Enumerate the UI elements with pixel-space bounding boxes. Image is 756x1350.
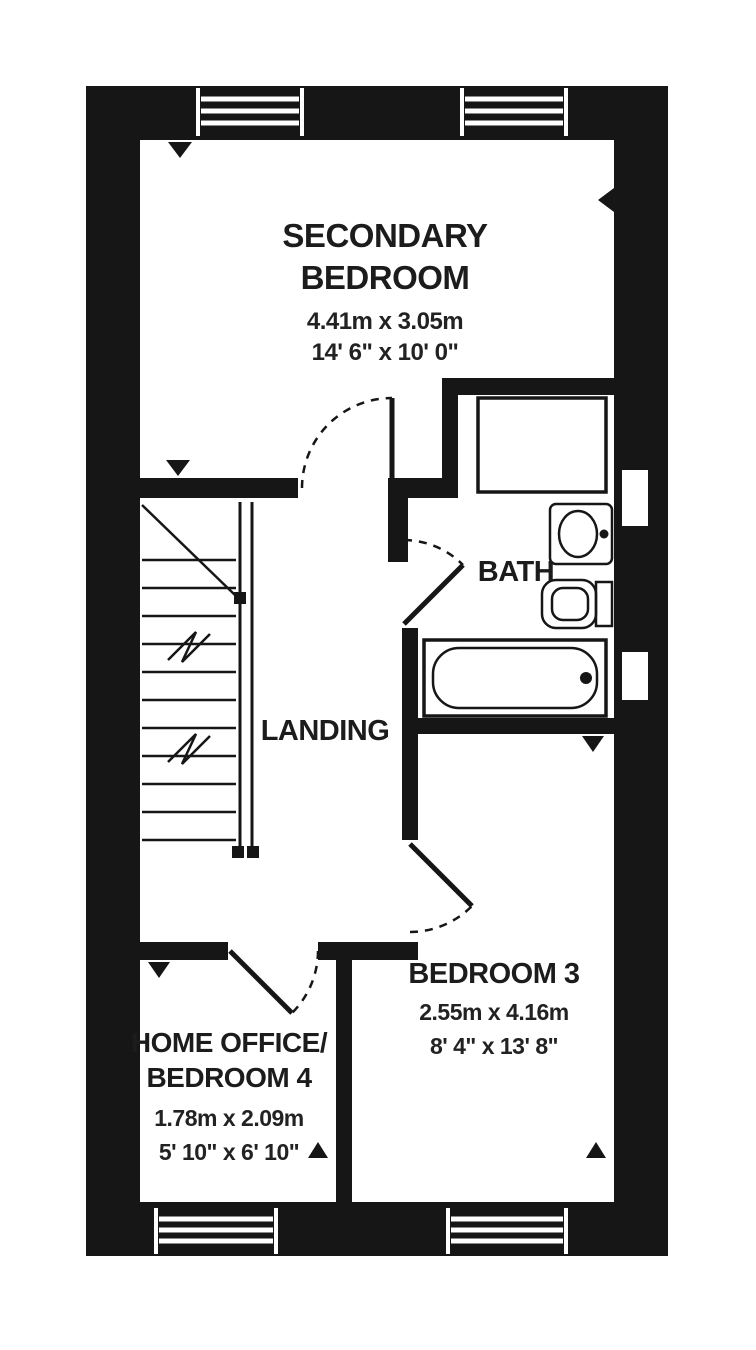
bathtub-icon: [422, 638, 608, 718]
room-dim-bedroom4-metric: 1.78m x 2.09m: [154, 1105, 304, 1131]
room-dim-bedroom3-metric: 2.55m x 4.16m: [419, 999, 569, 1025]
wall-bedroom-bath-stub: [388, 478, 458, 498]
stairs: [141, 502, 259, 858]
bath-tap-icon: [580, 672, 592, 684]
door-leaf: [228, 949, 294, 1015]
wall-homeoffice-top-left: [140, 942, 228, 960]
marker-triangle-icon: [168, 142, 192, 158]
wall-recess-right-upper: [622, 470, 648, 526]
room-dim-secondary-metric: 4.41m x 3.05m: [307, 308, 463, 335]
stair-steps: [141, 504, 237, 842]
door-arc: [300, 396, 393, 489]
wall-landing-bedroom3: [402, 734, 418, 840]
window-top-left: [196, 88, 304, 136]
door-leaf: [402, 563, 465, 626]
wall-bath-bottom: [402, 718, 614, 734]
windows: [154, 88, 648, 1254]
room-dim-bedroom3-imperial: 8' 4" x 13' 8": [430, 1033, 558, 1059]
room-label-bedroom3: BEDROOM 3: [408, 958, 580, 990]
room-label-bath: BATH: [478, 556, 554, 588]
door-arc: [403, 538, 464, 566]
wall-bath-top: [442, 378, 614, 395]
door-bedroom3: [408, 842, 474, 934]
door-secondary-bedroom: [300, 396, 395, 489]
sink-icon: [548, 502, 614, 566]
doors: [228, 396, 474, 1015]
marker-triangle-icon: [598, 188, 614, 212]
room-label-bedroom4-line1: HOME OFFICE/: [131, 1027, 328, 1058]
room-label-secondary-line1: SECONDARY: [282, 217, 488, 254]
marker-triangle-icon: [166, 460, 190, 476]
marker-triangle-icon: [582, 736, 604, 752]
wall-recess-right-lower: [622, 652, 648, 700]
newel-post: [247, 846, 259, 858]
toilet-icon: [540, 578, 614, 630]
shower-enclosure-icon: [476, 396, 608, 494]
stair-break-marks: [167, 631, 211, 765]
exterior-wall-top: [86, 86, 668, 140]
exterior-wall-left: [86, 86, 140, 1256]
wall-homeoffice-top-right: [318, 942, 418, 960]
interior-walls: [140, 378, 614, 1202]
room-label-bedroom4-line2: BEDROOM 4: [146, 1062, 312, 1093]
wall-bedroom-landing: [140, 478, 298, 498]
bath-fixtures: [422, 396, 614, 718]
room-dim-bedroom4-imperial: 5' 10" x 6' 10": [159, 1139, 299, 1165]
room-dim-secondary-imperial: 14' 6" x 10' 0": [312, 339, 459, 366]
window-bottom-right: [446, 1208, 568, 1254]
marker-triangle-icon: [586, 1142, 606, 1158]
door-arc: [409, 905, 473, 934]
room-label-secondary-line2: BEDROOM: [301, 259, 470, 296]
door-arc: [291, 950, 320, 1014]
wall-bath-left-upper: [388, 498, 408, 562]
wall-bath-left-lower: [402, 628, 418, 718]
window-top-right: [460, 88, 568, 136]
door-leaf: [408, 842, 474, 908]
room-label-landing: LANDING: [261, 715, 390, 747]
wall-bath-left-top: [442, 378, 458, 478]
direction-markers: [148, 142, 614, 1158]
sink-tap-icon: [599, 529, 609, 539]
room-labels: SECONDARY BEDROOM 4.41m x 3.05m 14' 6" x…: [131, 217, 581, 1165]
newel-post: [234, 592, 246, 604]
newel-post: [232, 846, 244, 858]
door-homeoffice: [228, 949, 320, 1015]
exterior-walls: [86, 86, 668, 1256]
stair-handrail: [232, 502, 259, 858]
door-bath: [402, 538, 465, 626]
marker-triangle-icon: [308, 1142, 328, 1158]
marker-triangle-icon: [148, 962, 170, 978]
wall-homeoffice-bedroom3: [336, 960, 352, 1202]
window-bottom-left: [154, 1208, 278, 1254]
